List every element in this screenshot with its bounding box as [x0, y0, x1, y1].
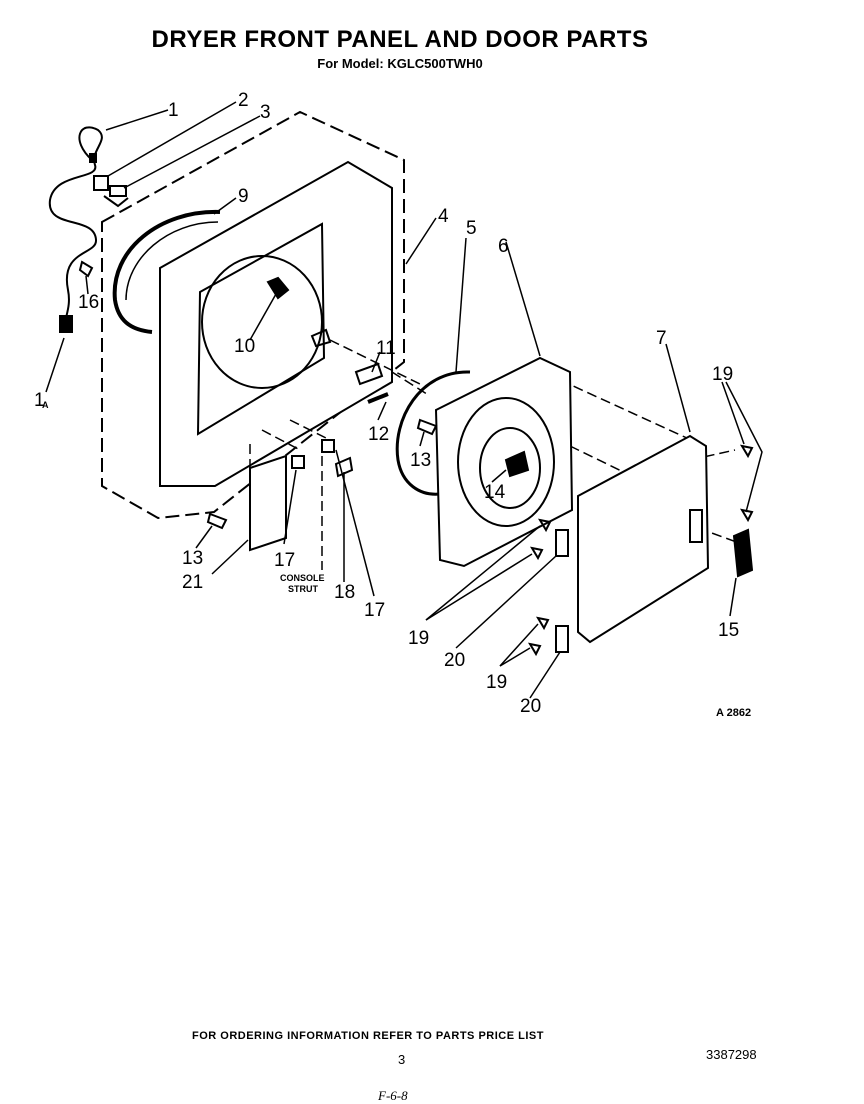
callout-18: 18: [334, 582, 355, 603]
callout-14: 14: [484, 482, 506, 503]
fastener-parts: [291, 439, 354, 478]
console-label: CONSOLE: [280, 573, 325, 583]
drum-seal-part: [112, 209, 221, 334]
callout-11: 11: [376, 338, 396, 359]
wire-harness-part: [48, 126, 103, 333]
callout-9: 9: [238, 186, 249, 207]
front-panel-part: [159, 160, 393, 487]
callout-17-right: 17: [364, 600, 385, 621]
callout-2: 2: [238, 90, 249, 111]
callout-12: 12: [368, 424, 389, 445]
callout-1a: 1: [34, 390, 45, 411]
panel-hinge-part: [310, 328, 389, 404]
callout-15: 15: [718, 620, 739, 641]
ordering-note: FOR ORDERING INFORMATION REFER TO PARTS …: [192, 1030, 544, 1042]
figure-code: A 2862: [716, 707, 751, 719]
callout-4: 4: [438, 206, 449, 227]
document-number: 3387298: [706, 1047, 757, 1062]
cabinet-outline: [101, 110, 405, 520]
clip-part: [78, 260, 94, 278]
callout-17-left: 17: [274, 550, 295, 571]
door-screw-part: [416, 418, 438, 436]
handwritten-mark: F-6-8: [378, 1088, 408, 1103]
page-number: 3: [398, 1052, 406, 1067]
callout-10: 10: [234, 336, 255, 357]
callout-1: 1: [168, 100, 179, 121]
callout-13-panel: 13: [182, 548, 203, 569]
inner-door-part: [434, 356, 574, 568]
outer-door-part: [577, 434, 710, 644]
door-seal-part: [395, 370, 471, 496]
callout-19-top: 19: [712, 364, 733, 385]
page-title: DRYER FRONT PANEL AND DOOR PARTS: [151, 26, 649, 53]
strut-label: STRUT: [288, 584, 318, 594]
callout-19-low: 19: [486, 672, 507, 693]
callout-21: 21: [182, 572, 203, 593]
callout-16: 16: [78, 292, 99, 313]
callout-7: 7: [656, 328, 667, 349]
callout-20-mid: 20: [444, 650, 465, 671]
cover-plate-part: [249, 454, 287, 552]
callout-1a-suffix: A: [42, 400, 49, 410]
door-switch-part: [93, 175, 129, 208]
door-handle-part: [732, 528, 754, 578]
callout-13-door: 13: [410, 450, 431, 471]
callout-6: 6: [498, 236, 509, 257]
callout-20-low: 20: [520, 696, 541, 717]
screw-part: [206, 512, 228, 530]
callout-3: 3: [260, 102, 271, 123]
callout-5: 5: [466, 218, 477, 239]
model-subtitle: For Model: KGLC500TWH0: [317, 56, 483, 71]
leader-lines: [45, 101, 763, 699]
callout-19-mid: 19: [408, 628, 429, 649]
